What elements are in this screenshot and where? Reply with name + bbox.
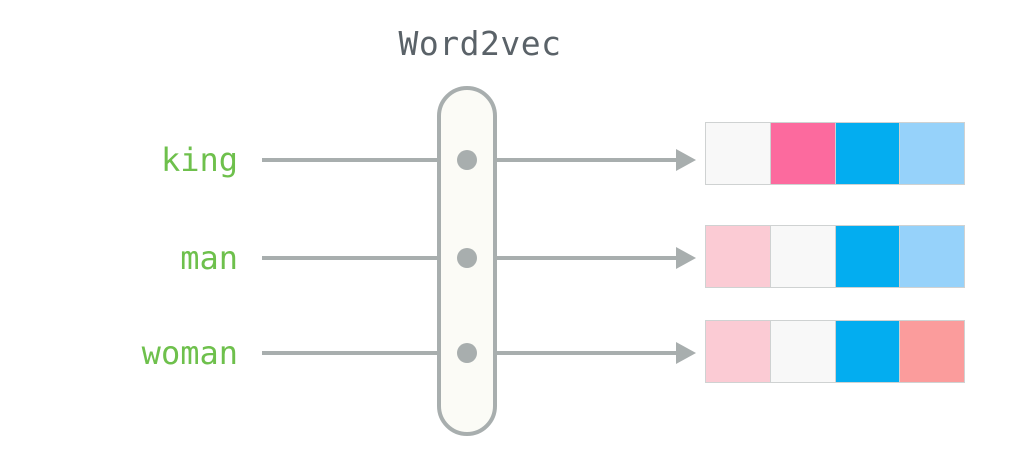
vector-cell: [770, 123, 836, 184]
output-connector-king: [466, 158, 676, 162]
embedding-vector-man: [705, 225, 965, 288]
embedding-vector-woman: [705, 320, 965, 383]
vector-cell: [770, 226, 836, 287]
page-title: Word2vec: [398, 24, 562, 63]
node-dot-man: [457, 248, 477, 268]
input-connector-man: [262, 256, 472, 260]
embedding-vector-king: [705, 122, 965, 185]
input-connector-king: [262, 158, 472, 162]
arrow-right-icon: [676, 342, 696, 364]
vector-cell: [835, 123, 901, 184]
word-label-woman: woman: [141, 334, 238, 372]
node-dot-king: [457, 150, 477, 170]
input-connector-woman: [262, 351, 472, 355]
vector-cell: [706, 226, 771, 287]
vector-cell: [835, 226, 901, 287]
vector-cell: [706, 123, 771, 184]
vector-cell: [900, 123, 964, 184]
output-connector-woman: [466, 351, 676, 355]
word-label-man: man: [180, 239, 238, 277]
output-connector-man: [466, 256, 676, 260]
word-label-king: king: [160, 141, 238, 179]
vector-cell: [900, 226, 964, 287]
vector-cell: [770, 321, 836, 382]
arrow-right-icon: [676, 247, 696, 269]
arrow-right-icon: [676, 149, 696, 171]
vector-cell: [835, 321, 901, 382]
node-dot-woman: [457, 343, 477, 363]
vector-cell: [900, 321, 964, 382]
vector-cell: [706, 321, 771, 382]
